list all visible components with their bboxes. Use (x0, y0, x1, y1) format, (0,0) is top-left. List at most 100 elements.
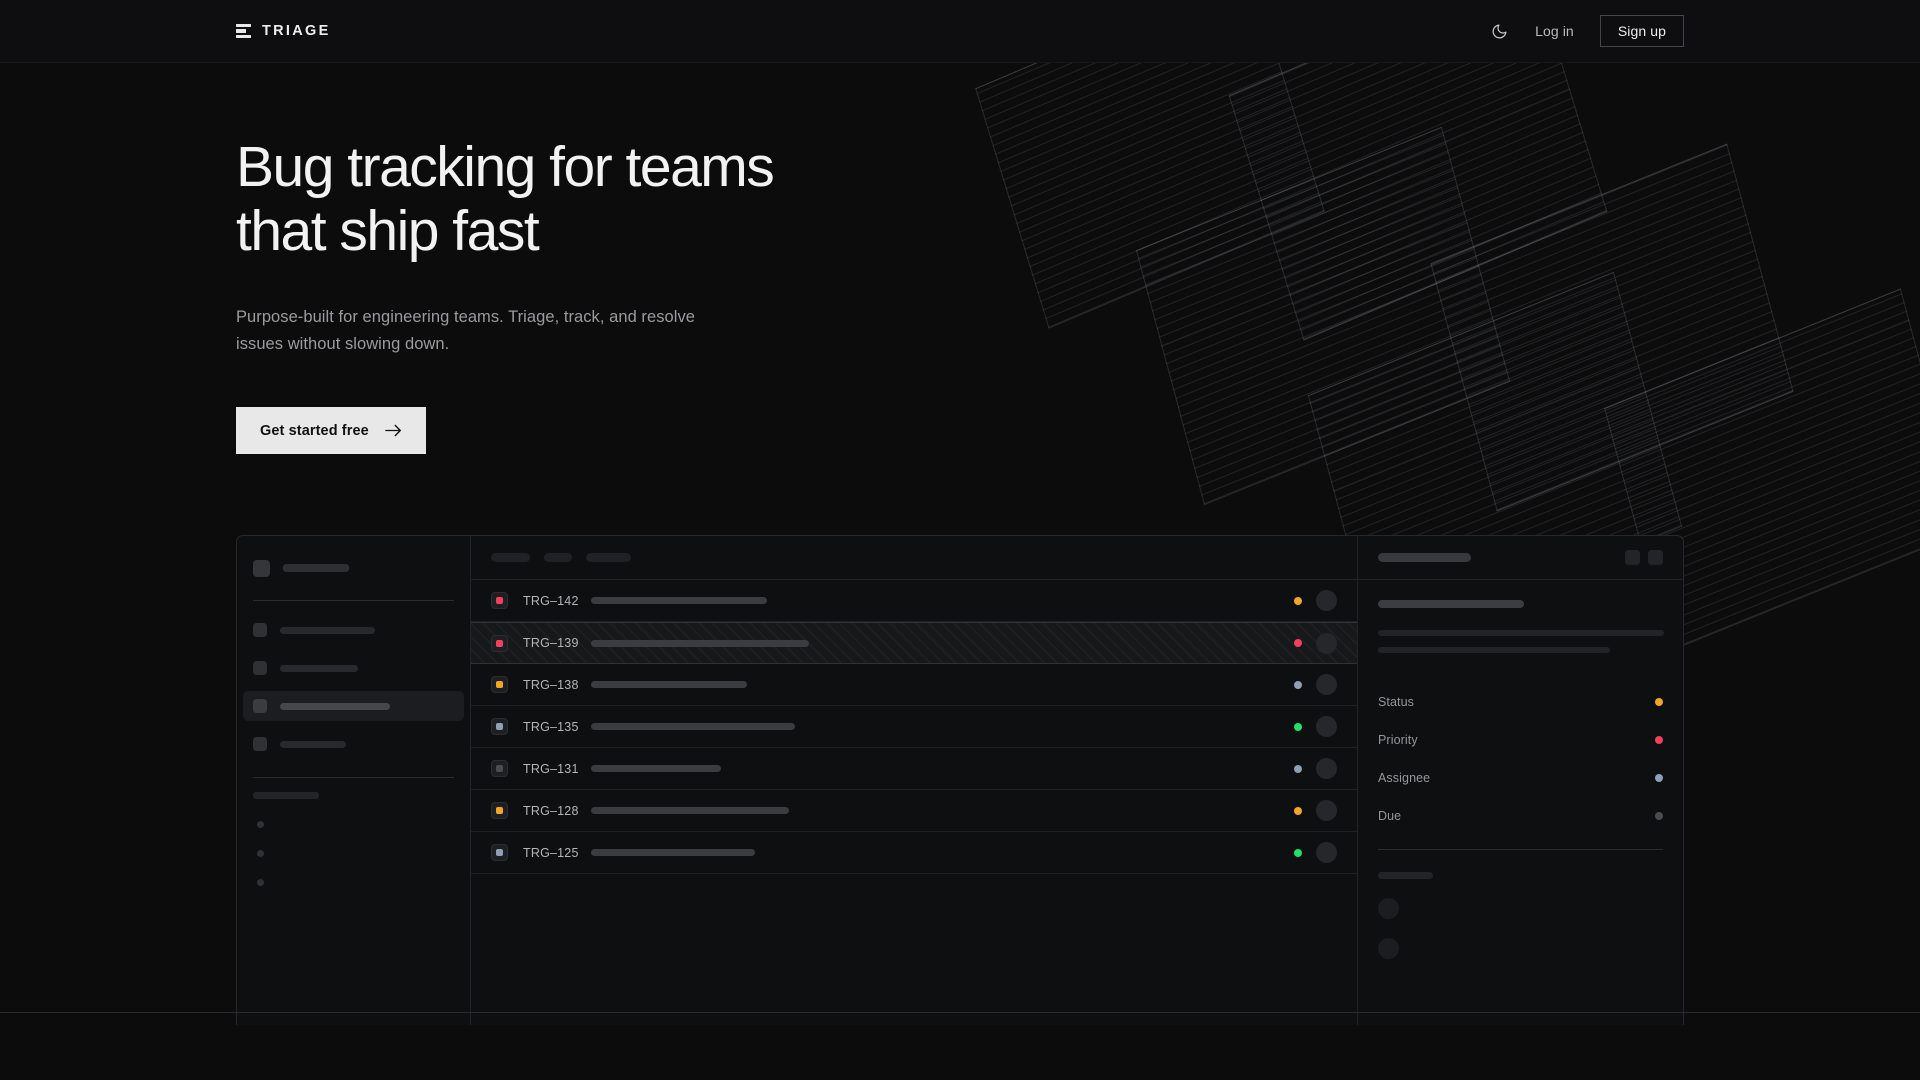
avatar[interactable] (1316, 800, 1337, 822)
status-badge[interactable] (1294, 596, 1302, 605)
issue-id: TRG–125 (523, 845, 579, 860)
meta-row-due[interactable]: Due (1378, 797, 1663, 835)
avatar[interactable] (1316, 716, 1337, 738)
detail-activity-avatars (1378, 898, 1663, 960)
priority-icon[interactable] (491, 844, 508, 862)
meta-row-priority[interactable]: Priority (1378, 721, 1663, 759)
priority-icon[interactable] (491, 718, 508, 736)
issue-id: TRG–135 (523, 719, 579, 734)
sidebar-nav-item-3[interactable] (243, 729, 464, 759)
issue-id: TRG–128 (523, 803, 579, 818)
meta-row-status[interactable]: Status (1378, 683, 1663, 721)
priority-icon[interactable] (491, 802, 508, 820)
detail-header-button-1[interactable] (1648, 550, 1663, 566)
detail-panel-header (1358, 536, 1683, 581)
cta-label: Get started free (260, 422, 369, 439)
issue-title-placeholder (591, 639, 809, 647)
mockup-sidebar-nav (243, 615, 464, 759)
footer-divider (0, 1012, 1920, 1013)
status-badge[interactable] (1294, 848, 1302, 857)
sidebar-section-label (253, 792, 319, 800)
sidebar-nav-item-0[interactable] (243, 615, 464, 645)
sidebar-divider (253, 600, 454, 602)
sidebar-item-icon (253, 737, 267, 752)
meta-value-dot[interactable] (1655, 736, 1663, 745)
login-link[interactable]: Log in (1535, 23, 1574, 39)
top-navigation-bar: TRIAGE Log in Sign up (0, 0, 1920, 63)
activity-avatar[interactable] (1378, 898, 1399, 920)
meta-row-assignee[interactable]: Assignee (1378, 759, 1663, 797)
table-row[interactable]: TRG–135 (471, 706, 1357, 749)
signup-button[interactable]: Sign up (1599, 15, 1684, 47)
table-row[interactable]: TRG–125 (471, 832, 1357, 875)
sidebar-item-icon (253, 699, 267, 714)
sidebar-sub-dot[interactable] (257, 879, 264, 887)
heading-line-1: Bug tracking for teams (236, 135, 775, 199)
sidebar-nav-item-1[interactable] (243, 653, 464, 683)
priority-icon[interactable] (491, 676, 508, 694)
meta-value-dot[interactable] (1655, 812, 1663, 821)
toolbar-control-1[interactable] (544, 553, 572, 563)
status-badge[interactable] (1294, 680, 1302, 689)
detail-header-buttons (1625, 550, 1663, 566)
issue-id: TRG–139 (523, 636, 579, 651)
priority-icon[interactable] (491, 760, 508, 778)
table-row[interactable]: TRG–128 (471, 790, 1357, 833)
mockup-toolbar (471, 536, 1357, 581)
meta-value-dot[interactable] (1655, 698, 1663, 707)
sidebar-item-label (280, 626, 375, 634)
issue-id: TRG–131 (523, 761, 579, 776)
avatar[interactable] (1316, 590, 1337, 612)
sidebar-item-icon (253, 661, 267, 676)
mockup-logo-icon (253, 559, 270, 577)
table-row[interactable]: TRG–139 (471, 622, 1357, 665)
sidebar-sub-dot[interactable] (257, 821, 264, 829)
toolbar-control-0[interactable] (491, 553, 530, 563)
moon-icon[interactable] (1489, 21, 1509, 41)
detail-activity-label (1378, 872, 1433, 880)
sidebar-nav-item-2[interactable] (243, 691, 464, 722)
issue-id: TRG–138 (523, 677, 579, 692)
meta-label: Priority (1378, 733, 1418, 748)
issue-title-placeholder (591, 597, 767, 605)
issue-title-placeholder (591, 681, 747, 689)
sidebar-sub-items (253, 821, 454, 887)
toolbar-control-2[interactable] (586, 553, 631, 563)
arrow-right-icon (384, 424, 401, 437)
detail-header-button-0[interactable] (1625, 550, 1640, 566)
status-badge[interactable] (1294, 722, 1302, 731)
meta-label: Due (1378, 809, 1402, 824)
meta-value-dot[interactable] (1655, 774, 1663, 783)
sidebar-item-icon (253, 623, 267, 638)
avatar[interactable] (1316, 758, 1337, 780)
avatar[interactable] (1316, 632, 1337, 654)
get-started-button[interactable]: Get started free (236, 407, 426, 455)
detail-issue-title (1378, 600, 1524, 609)
meta-label: Status (1378, 695, 1415, 710)
issue-title-placeholder (591, 723, 795, 731)
table-row[interactable]: TRG–142 (471, 580, 1357, 623)
avatar[interactable] (1316, 674, 1337, 696)
table-row[interactable]: TRG–131 (471, 748, 1357, 791)
priority-icon[interactable] (491, 634, 508, 652)
detail-text-line (1378, 630, 1664, 637)
sidebar-sub-dot[interactable] (257, 850, 264, 858)
issue-title-placeholder (591, 849, 755, 857)
brand-logo[interactable]: TRIAGE (236, 23, 331, 39)
priority-icon[interactable] (491, 592, 508, 610)
status-badge[interactable] (1294, 764, 1302, 773)
status-badge[interactable] (1294, 639, 1302, 648)
activity-avatar[interactable] (1378, 938, 1399, 960)
detail-title-placeholder (1378, 553, 1471, 563)
meta-label: Assignee (1378, 771, 1431, 786)
table-row[interactable]: TRG–138 (471, 664, 1357, 707)
status-badge[interactable] (1294, 806, 1302, 815)
avatar[interactable] (1316, 842, 1337, 864)
detail-divider (1378, 849, 1663, 851)
